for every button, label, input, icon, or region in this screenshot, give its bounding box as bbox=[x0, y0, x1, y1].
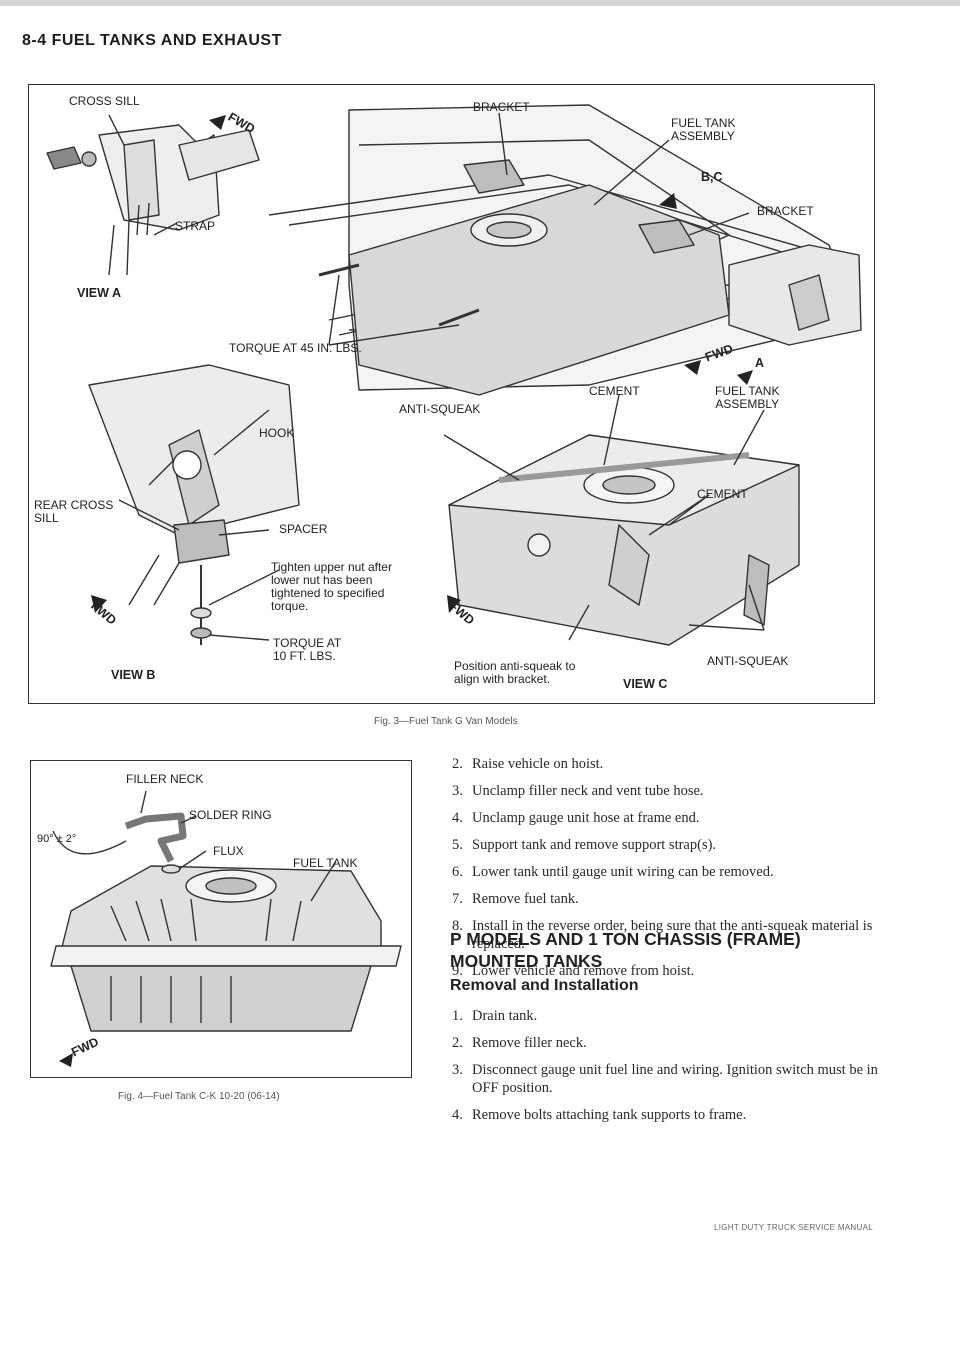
figure-3-fuel-tank-g-van: CROSS SILL FWD STRAP VIEW A BRACKET FUEL… bbox=[28, 84, 875, 704]
section-subtitle: Removal and Installation bbox=[450, 977, 639, 994]
figure-4-drawing bbox=[50, 790, 402, 1067]
list-item: 4.Unclamp gauge unit hose at frame end. bbox=[452, 810, 700, 826]
section-title: P MODELS AND 1 TON CHASSIS (FRAME) MOUNT… bbox=[450, 929, 801, 971]
label-torque-10: TORQUE AT 10 FT. LBS. bbox=[273, 636, 342, 663]
figure-3-caption: Fig. 3—Fuel Tank G Van Models bbox=[374, 716, 518, 727]
list-item: 9.Lower vehicle and remove from hoist. bbox=[452, 963, 695, 979]
list-item: 2.Raise vehicle on hoist. bbox=[452, 756, 604, 772]
label-fuel-tank-assembly-c: FUEL TANK ASSEMBLY bbox=[715, 384, 780, 411]
label-cement-mid: CEMENT bbox=[697, 487, 748, 501]
list-item: 4.Remove bolts attaching tank supports t… bbox=[452, 1107, 747, 1123]
label-strap: STRAP bbox=[175, 219, 216, 233]
page-header: 8-4 FUEL TANKS AND EXHAUST bbox=[22, 32, 282, 49]
label-spacer: SPACER bbox=[279, 522, 328, 536]
list-item: 6.Lower tank until gauge unit wiring can… bbox=[452, 864, 774, 880]
label-bracket-right: BRACKET bbox=[757, 204, 814, 218]
label-cross-sill: CROSS SILL bbox=[69, 94, 140, 108]
removal-steps-list: 2.Raise vehicle on hoist. 3.Unclamp fill… bbox=[452, 755, 882, 989]
label-view-c: VIEW C bbox=[623, 677, 668, 691]
top-rule bbox=[0, 0, 960, 6]
page-footer: LIGHT DUTY TRUCK SERVICE MANUAL bbox=[714, 1223, 873, 1232]
list-item: 1.Drain tank. bbox=[452, 1008, 538, 1024]
list-item: 2.Remove filler neck. bbox=[452, 1035, 587, 1051]
figure-4-fuel-tank-c-k: FILLER NECK SOLDER RING 90° ± 2° FLUX FU… bbox=[30, 760, 412, 1078]
list-item: 7.Remove fuel tank. bbox=[452, 891, 579, 907]
label-bracket-top: BRACKET bbox=[473, 100, 530, 114]
label-rear-cross-sill: REAR CROSS SILL bbox=[34, 498, 114, 525]
label-hook: HOOK bbox=[259, 426, 295, 440]
figure-3-drawing bbox=[46, 104, 862, 646]
label-a: A bbox=[755, 356, 765, 370]
label-fuel-tank: FUEL TANK bbox=[293, 856, 358, 870]
label-view-a: VIEW A bbox=[77, 286, 121, 300]
label-angle: 90° ± 2° bbox=[37, 833, 77, 845]
list-item: 5.Support tank and remove support strap(… bbox=[452, 837, 717, 853]
label-anti-squeak-bottom: ANTI-SQUEAK bbox=[707, 654, 789, 668]
label-position-note: Position anti-squeak to align with brack… bbox=[454, 659, 576, 686]
p-models-steps-list: 1.Drain tank. 2.Remove filler neck. 3.Di… bbox=[452, 1007, 882, 1133]
label-view-b: VIEW B bbox=[111, 668, 156, 682]
label-cement-top: CEMENT bbox=[589, 384, 640, 398]
list-item: 3.Unclamp filler neck and vent tube hose… bbox=[452, 783, 704, 799]
label-torque-45: TORQUE AT 45 IN. LBS. bbox=[229, 341, 362, 355]
label-fuel-tank-assembly-top: FUEL TANK ASSEMBLY bbox=[671, 116, 736, 143]
label-flux: FLUX bbox=[213, 844, 244, 858]
label-solder-ring: SOLDER RING bbox=[189, 808, 272, 822]
label-tighten-note: Tighten upper nut after lower nut has be… bbox=[271, 560, 392, 613]
list-item: 3.Disconnect gauge unit fuel line and wi… bbox=[452, 1062, 878, 1096]
figure-4-caption: Fig. 4—Fuel Tank C-K 10-20 (06-14) bbox=[118, 1091, 280, 1102]
label-bc: B,C bbox=[701, 170, 723, 184]
list-item: 8.Install in the reverse order, being su… bbox=[452, 918, 873, 952]
label-filler-neck: FILLER NECK bbox=[126, 772, 204, 786]
label-anti-squeak-top: ANTI-SQUEAK bbox=[399, 402, 481, 416]
